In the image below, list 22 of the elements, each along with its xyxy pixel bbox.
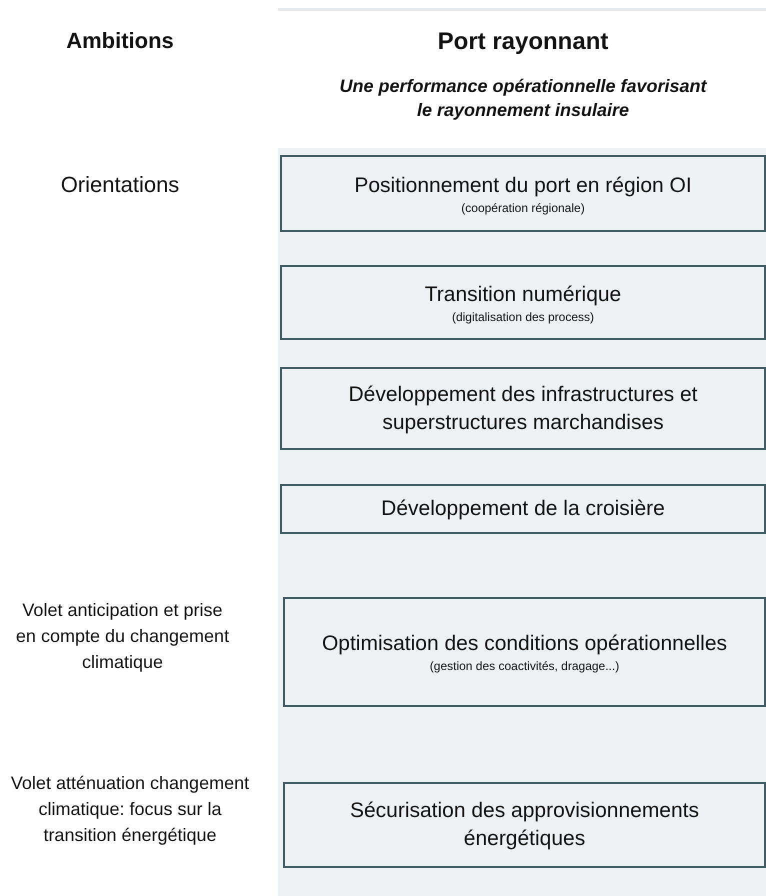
box-note: (digitalisation des process) [450, 308, 596, 324]
subtitle: Une performance opérationnelle favorisant le rayonnement insulaire [338, 75, 708, 122]
orientation-box [280, 484, 766, 534]
orientation-box [283, 597, 766, 707]
box-title: Transition numérique [424, 282, 622, 308]
column-heading: Port rayonnant [436, 28, 610, 56]
column-heading: Ambitions [65, 28, 175, 54]
box-title: Développement des infrastructures et superstructures marchandises [347, 382, 698, 436]
row-label: Volet atténuation changement climatique: focus sur la transition énergétique [10, 772, 250, 847]
orientation-box [280, 265, 766, 340]
orientation-box [280, 367, 766, 450]
box-note: (gestion des coactivités, dragage...) [428, 658, 620, 674]
orientation-box [280, 155, 766, 232]
box-title: Sécurisation des approvisionnements énergétiques [348, 798, 700, 852]
box-title: Positionnement du port en région OI [353, 172, 693, 198]
box-title: Développement de la croisière [380, 496, 666, 522]
orientation-box [283, 782, 766, 868]
row-label: Orientations [60, 172, 180, 198]
box-title: Optimisation des conditions opérationnelles [320, 631, 728, 657]
column-panel [278, 8, 766, 896]
box-note: (coopération régionale) [460, 200, 586, 216]
row-label: Volet anticipation et prise en compte du changement climatique [14, 599, 230, 674]
